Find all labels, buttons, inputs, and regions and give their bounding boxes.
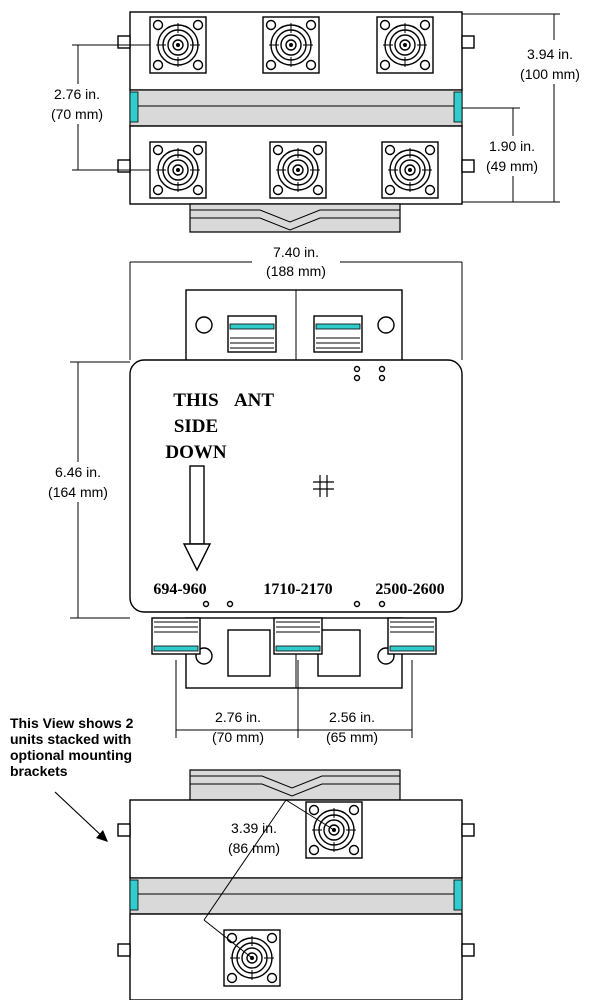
port-label-2: 1710-2170	[263, 581, 332, 598]
top-mounting-bracket	[185, 289, 403, 363]
port-spacing-2-inch: 2.56 in.	[329, 709, 375, 725]
port-label-3: 2500-2600	[375, 581, 444, 598]
orientation-label-2: SIDE	[174, 416, 218, 437]
ant-label: ANT	[234, 390, 274, 411]
stacked-note-line-2: units stacked with	[10, 731, 131, 747]
connector-icon	[262, 16, 320, 74]
stacked-note-line-4: brackets	[10, 763, 68, 779]
orientation-label-3: DOWN	[165, 442, 227, 463]
connector-icon	[376, 16, 434, 74]
width-dim-mm: (188 mm)	[266, 263, 326, 279]
lower-dim-mm: (49 mm)	[486, 158, 538, 174]
stacked-lower-unit	[129, 913, 463, 1000]
top-view: 3.94 in. (100 mm) 2.76 in. (70 mm) 1.90 …	[51, 11, 580, 233]
mounting-hole-icon	[195, 316, 213, 334]
port-spacing-2-mm: (65 mm)	[326, 729, 378, 745]
front-view: 7.40 in. (188 mm) THIS SIDE DOWN ANT	[48, 244, 463, 745]
offset-dim-inch: 3.39 in.	[231, 820, 277, 836]
connector-icon	[387, 617, 437, 655]
arrow-down-icon	[182, 465, 212, 572]
connector-icon	[273, 617, 323, 655]
body-height-dim-mm: (164 mm)	[48, 484, 108, 500]
port-spacing-1-inch: 2.76 in.	[215, 709, 261, 725]
unit-body	[129, 359, 463, 613]
connector-icon	[149, 141, 207, 199]
connector-icon	[227, 315, 277, 353]
spacing-dim-inch: 2.76 in.	[54, 86, 100, 102]
height-dim-inch: 3.94 in.	[527, 46, 573, 62]
connector-icon	[269, 141, 327, 199]
port-label-1: 694-960	[153, 581, 206, 598]
mounting-hole-icon	[377, 316, 395, 334]
port-spacing-1-mm: (70 mm)	[212, 729, 264, 745]
center-mark-icon	[313, 475, 334, 497]
connector-icon	[381, 141, 439, 199]
connector-icon	[151, 617, 201, 655]
offset-dim-mm: (86 mm)	[228, 840, 280, 856]
stacked-upper-unit	[129, 799, 463, 879]
top-unit-separator	[129, 89, 463, 127]
connector-icon	[149, 16, 207, 74]
orientation-label-1: THIS	[173, 390, 218, 411]
lower-dim-inch: 1.90 in.	[489, 138, 535, 154]
body-height-dim-inch: 6.46 in.	[55, 464, 101, 480]
width-dim-inch: 7.40 in.	[273, 244, 319, 260]
spacing-dim-mm: (70 mm)	[51, 106, 103, 122]
connector-icon	[313, 315, 363, 353]
stacked-view: This View shows 2 units stacked with opt…	[10, 715, 475, 1000]
stacked-note-line-1: This View shows 2	[10, 715, 134, 731]
stacked-note-line-3: optional mounting	[10, 747, 132, 763]
height-dim-mm: (100 mm)	[520, 66, 580, 82]
